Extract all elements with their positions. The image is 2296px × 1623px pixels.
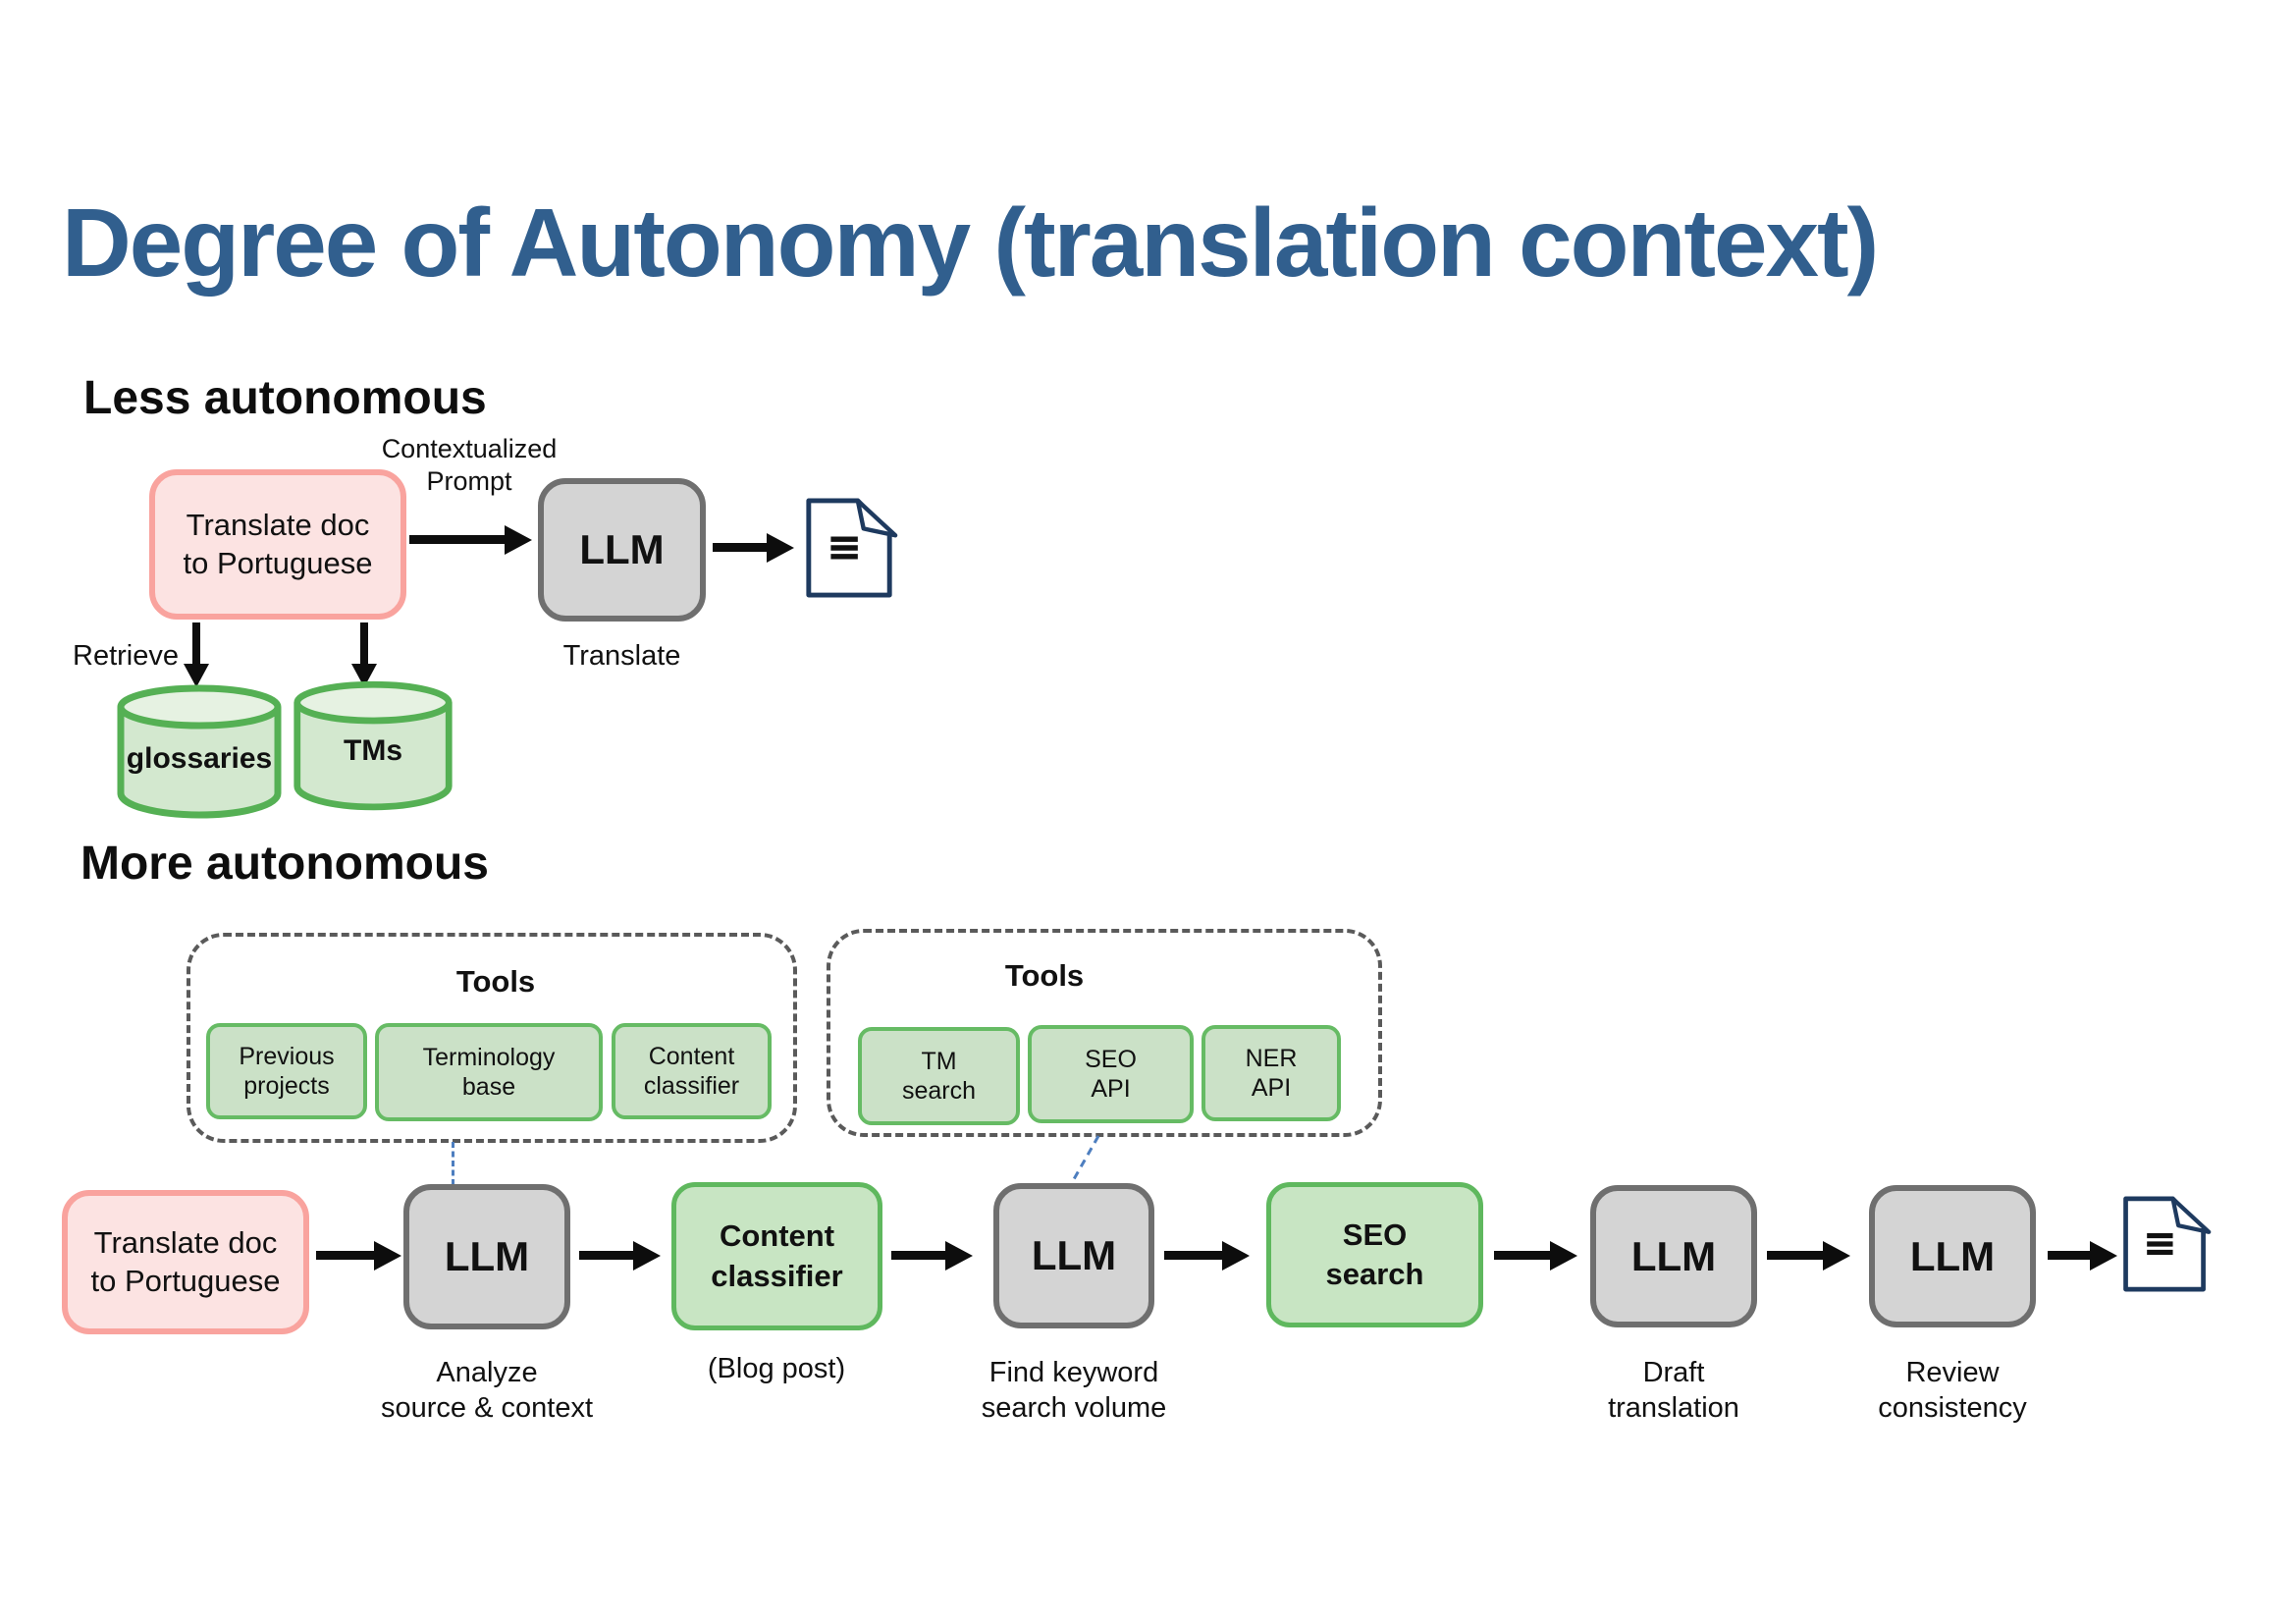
arrow-down-icon xyxy=(184,622,209,687)
caption-draft-translation: Draft translation xyxy=(1608,1357,1739,1424)
document-icon xyxy=(2123,1196,2212,1292)
caption-review-consistency: Review consistency xyxy=(1878,1357,2027,1424)
arrow-right-icon xyxy=(713,532,794,563)
toolbox-2: Tools TM search SEO API NER API xyxy=(827,929,1382,1137)
retrieve-label: Retrieve xyxy=(73,640,179,672)
tms-datastore: TMs xyxy=(291,677,455,821)
llm-box-review: LLM xyxy=(1869,1185,2036,1327)
glossaries-label: glossaries xyxy=(126,742,273,775)
tool-chip-ner-api: NER API xyxy=(1201,1025,1341,1121)
tool-chip-content-classifier: Content classifier xyxy=(612,1023,772,1119)
seo-search-label: SEO search xyxy=(1325,1217,1424,1291)
glossaries-datastore: glossaries xyxy=(114,683,285,827)
content-classifier-step: Content classifier xyxy=(671,1182,882,1330)
caption-analyze: Analyze source & context xyxy=(381,1357,593,1424)
tool-chip-tm-search: TM search xyxy=(858,1027,1020,1125)
task-box-translate-doc-2: Translate doc to Portuguese xyxy=(62,1190,309,1334)
page-title: Degree of Autonomy (translation context) xyxy=(62,189,1879,297)
task-box-label: Translate doc to Portuguese xyxy=(183,507,373,580)
llm-box-analyze: LLM xyxy=(403,1184,570,1329)
task-box-translate-doc: Translate doc to Portuguese xyxy=(149,469,406,620)
toolbox-2-title: Tools xyxy=(1004,958,1085,993)
llm-caption-translate: Translate xyxy=(562,640,681,672)
llm-label: LLM xyxy=(444,1233,530,1279)
llm-label: LLM xyxy=(1630,1232,1717,1279)
arrow-right-icon xyxy=(1164,1240,1250,1271)
arrow-right-icon xyxy=(409,524,532,555)
connector-toolbox2-llm xyxy=(1068,1135,1100,1187)
tool-chip-previous-projects: Previous projects xyxy=(206,1023,367,1119)
tool-chip-terminology-base: Terminology base xyxy=(375,1023,603,1121)
tms-label: TMs xyxy=(344,734,402,767)
toolbox-1-title: Tools xyxy=(455,964,536,999)
arrow-down-icon xyxy=(351,622,377,687)
task-box-label: Translate doc to Portuguese xyxy=(90,1224,281,1298)
seo-search-step: SEO search xyxy=(1266,1182,1483,1327)
arrow-right-icon xyxy=(1494,1240,1577,1271)
caption-blog-post: (Blog post) xyxy=(707,1353,846,1384)
arrow-right-icon xyxy=(2048,1240,2117,1271)
caption-find-keyword: Find keyword search volume xyxy=(981,1357,1167,1424)
document-icon xyxy=(806,498,898,598)
contextualized-prompt-label: Contextualized Prompt xyxy=(381,434,558,496)
llm-label: LLM xyxy=(579,526,665,572)
database-cylinder-icon xyxy=(294,680,453,811)
connector-toolbox1-llm xyxy=(452,1142,454,1185)
llm-box-translate: LLM xyxy=(538,478,706,622)
tool-chip-seo-api: SEO API xyxy=(1028,1025,1194,1123)
database-cylinder-icon xyxy=(117,684,282,819)
arrow-right-icon xyxy=(316,1240,401,1271)
llm-box-keyword: LLM xyxy=(993,1183,1154,1328)
content-classifier-label: Content classifier xyxy=(711,1218,843,1293)
toolbox-1: Tools Previous projects Terminology base… xyxy=(187,933,797,1143)
arrow-right-icon xyxy=(891,1240,973,1271)
more-autonomous-heading: More autonomous xyxy=(80,838,489,890)
arrow-right-icon xyxy=(579,1240,661,1271)
less-autonomous-heading: Less autonomous xyxy=(83,372,487,424)
llm-label: LLM xyxy=(1909,1232,1996,1279)
llm-label: LLM xyxy=(1031,1232,1117,1278)
llm-box-draft: LLM xyxy=(1590,1185,1757,1327)
arrow-right-icon xyxy=(1767,1240,1850,1271)
